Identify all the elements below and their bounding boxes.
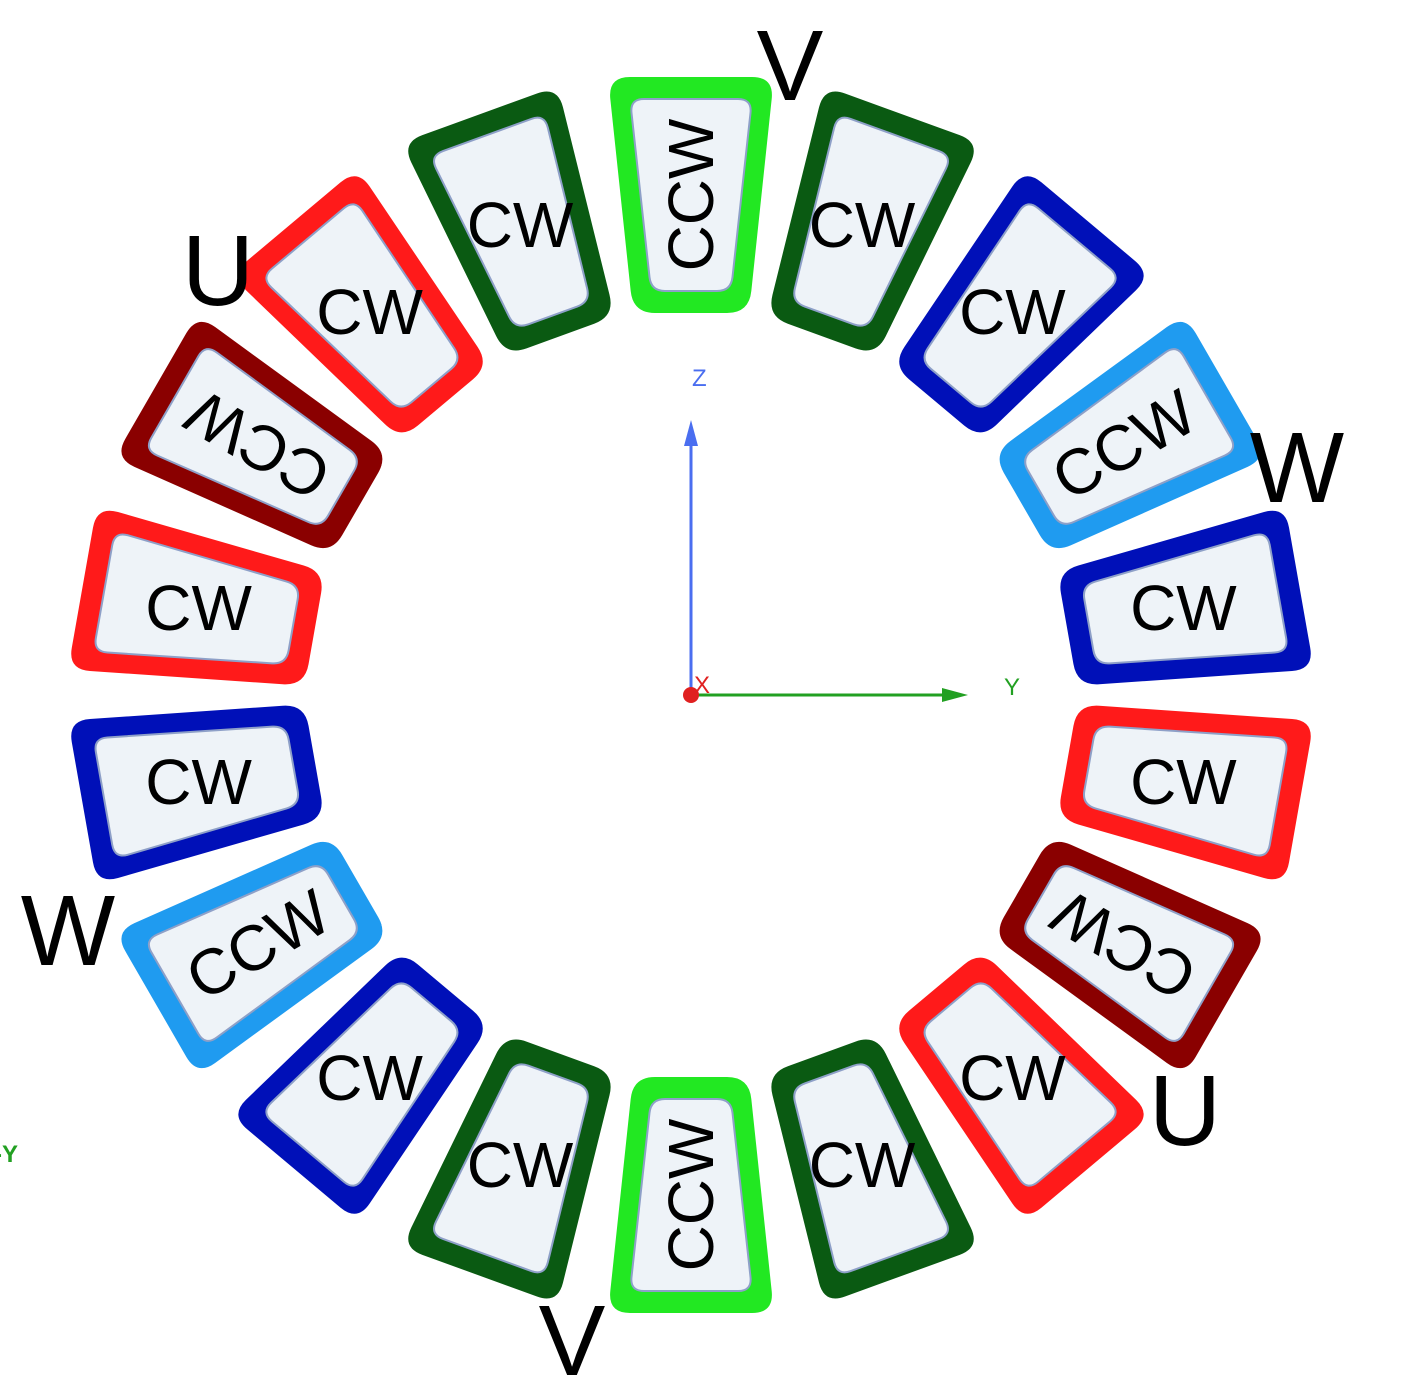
coil-13: CCW	[121, 841, 383, 1069]
coil-12: CW	[238, 957, 483, 1214]
coil-label: CW	[316, 1042, 423, 1114]
z-axis-label: Z	[692, 365, 707, 392]
coil-3: CW	[899, 176, 1144, 433]
coil-inner	[433, 1063, 589, 1274]
coil-inner	[147, 865, 358, 1042]
coil-inner	[923, 982, 1117, 1187]
coil-inner	[1024, 348, 1235, 525]
coil-label: CW	[1130, 572, 1237, 644]
y-axis-arrowhead	[942, 688, 968, 702]
coil-1: CCW	[610, 77, 772, 313]
coil-inner	[1082, 533, 1288, 665]
coil-inner	[793, 1063, 949, 1274]
coil-label: CW	[467, 189, 574, 261]
coil-inner	[630, 1098, 752, 1292]
x-axis-label: X	[694, 672, 710, 699]
coil-inner	[265, 203, 459, 408]
coil-label: CW	[809, 189, 916, 261]
coil-inner	[147, 348, 358, 525]
coil-inner	[265, 982, 459, 1187]
coil-label: CW	[316, 276, 423, 348]
coil-8: CW	[899, 957, 1144, 1214]
coil-inner	[433, 116, 589, 327]
coil-18: CW	[408, 91, 611, 351]
coordinate-axes: Z X Y -Y	[0, 365, 1020, 1168]
coil-6: CW	[1060, 705, 1311, 880]
origin-point	[683, 687, 699, 703]
phase-label-w-right: W	[1250, 412, 1345, 524]
coil-label: CW	[145, 572, 252, 644]
coil-inner	[630, 98, 752, 292]
coil-label: CW	[467, 1129, 574, 1201]
coil-7: CCW	[999, 841, 1261, 1069]
coil-16: CCW	[121, 321, 383, 549]
phase-label-u-bottom-right: U	[1149, 1055, 1221, 1167]
coil-14: CW	[71, 705, 322, 880]
coil-label: CCW	[655, 1118, 727, 1271]
neg-y-axis-label: -Y	[0, 1141, 18, 1168]
phase-label-w-left: W	[21, 875, 116, 987]
coil-2: CW	[771, 91, 974, 351]
coil-label: CW	[145, 746, 252, 818]
z-axis-arrowhead	[684, 420, 698, 446]
coil-inner	[94, 533, 300, 665]
coil-label: CW	[959, 276, 1066, 348]
coil-inner	[923, 203, 1117, 408]
coil-inner	[1082, 725, 1288, 857]
coil-label: CCW	[655, 118, 727, 271]
coil-15: CW	[71, 510, 322, 685]
phase-label-u-top-left: U	[182, 215, 254, 327]
y-axis-label: Y	[1004, 674, 1020, 701]
phase-label-v-bottom: V	[539, 1285, 606, 1392]
coil-label: CW	[959, 1042, 1066, 1114]
coil-inner	[1024, 865, 1235, 1042]
coil-label: CW	[809, 1129, 916, 1201]
coil-inner	[94, 725, 300, 857]
phase-label-v-top: V	[757, 10, 824, 122]
coil-17: CW	[238, 176, 483, 433]
coil-9: CW	[771, 1039, 974, 1299]
coil-10: CCW	[610, 1077, 772, 1313]
coil-label: CW	[1130, 746, 1237, 818]
coil-11: CW	[408, 1039, 611, 1299]
coil-inner	[793, 116, 949, 327]
coil-5: CW	[1060, 510, 1311, 685]
